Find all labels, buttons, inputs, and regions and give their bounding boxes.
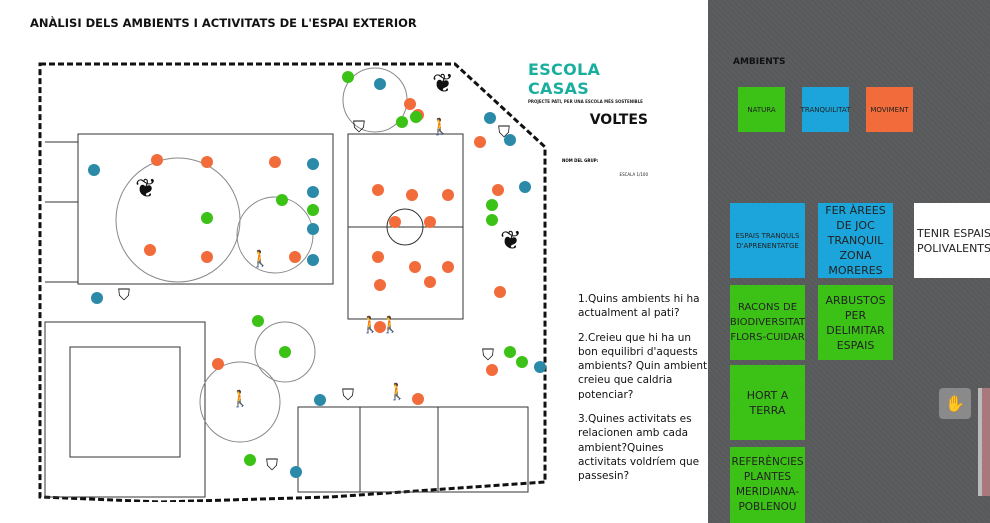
note-arbustos[interactable]: ARBUSTOS PER DELIMITAR ESPAIS	[818, 285, 893, 360]
meditation-icon: ⛉	[266, 455, 278, 474]
activity-dot	[88, 164, 100, 176]
note-racons-biodiversitat[interactable]: RACONS DE BIODIVERSITAT FLORS-CUIDAR	[730, 285, 805, 360]
meditation-icon: ⛉	[353, 117, 365, 136]
note-espais-tranquils[interactable]: ESPAIS TRANQULS D'APRENENTATGE	[730, 203, 805, 278]
activity-dot	[212, 358, 224, 370]
question-3: 3.Quines activitats es relacionen amb ca…	[578, 413, 700, 483]
activity-dot	[307, 204, 319, 216]
slide-title: ANÀLISI DELS AMBIENTS I ACTIVITATS DE L'…	[30, 16, 417, 30]
activity-dot	[504, 346, 516, 358]
activity-dot	[276, 194, 288, 206]
walking-icon: 🚶	[230, 389, 250, 408]
activity-dot	[307, 186, 319, 198]
meditation-icon: ⛉	[118, 285, 130, 304]
note-hort[interactable]: HORT A TERRA	[730, 365, 805, 440]
brand-name: ESCOLA CASAS	[528, 60, 601, 98]
activity-dot	[494, 286, 506, 298]
activity-dot	[404, 98, 416, 110]
activity-dot	[307, 223, 319, 235]
activity-icons: ❦❦❦⛉⛉⛉⛉⛉⛉🚶🚶🚶🚶🚶🚶	[118, 69, 522, 474]
leaf-icon: ❦	[135, 174, 157, 204]
activity-dot	[504, 134, 516, 146]
brand-block: ESCOLA CASAS PROJECTE PATI, PER UNA ESCO…	[528, 60, 648, 177]
activity-dot	[307, 254, 319, 266]
note-referencies-plantes[interactable]: REFERÈNCIES PLANTES MERIDIANA-POBLENOU	[730, 447, 805, 523]
activity-dot	[396, 116, 408, 128]
activity-dot	[252, 315, 264, 327]
whiteboard[interactable]: AMBIENTS NATURA TRANQUILITAT MOVIMENT ES…	[708, 0, 990, 523]
plan-inner	[44, 67, 529, 498]
activity-dot	[372, 184, 384, 196]
note-espais-polivalents[interactable]: TENIR ESPAIS POLIVALENTS	[914, 203, 990, 278]
activity-dot	[519, 181, 531, 193]
activity-dot	[372, 251, 384, 263]
activity-dot	[410, 111, 422, 123]
activity-dot	[412, 393, 424, 405]
activity-dot	[91, 292, 103, 304]
activity-dot	[201, 156, 213, 168]
activity-dot	[486, 199, 498, 211]
legend-natura[interactable]: NATURA	[738, 87, 785, 132]
walking-icon: 🚶	[430, 117, 450, 136]
hand-icon[interactable]: ✋	[939, 388, 971, 419]
floor-plan: ❦❦❦⛉⛉⛉⛉⛉⛉🚶🚶🚶🚶🚶🚶	[38, 62, 547, 502]
activity-dot	[474, 136, 486, 148]
activity-dot	[492, 184, 504, 196]
plan-walls	[38, 62, 547, 502]
activity-dot	[442, 261, 454, 273]
walking-icon: 🚶	[250, 249, 270, 268]
side-panel-strip[interactable]	[978, 388, 990, 496]
leaf-icon: ❦	[432, 69, 454, 99]
meditation-icon: ⛉	[498, 122, 510, 141]
activity-dot	[279, 346, 291, 358]
activity-dot	[406, 189, 418, 201]
activity-dot	[314, 394, 326, 406]
activity-dot	[486, 214, 498, 226]
leaf-icon: ❦	[500, 226, 522, 256]
walking-icon: 🚶	[360, 315, 380, 334]
activity-dot	[374, 321, 386, 333]
activity-dot	[201, 212, 213, 224]
legend-moviment[interactable]: MOVIMENT	[866, 87, 913, 132]
note-arees-joc[interactable]: FER ÀREES DE JOC TRANQUIL ZONA MORERES	[818, 203, 893, 278]
scale-label: ESCALA 1/100	[619, 172, 648, 177]
activity-dot	[151, 154, 163, 166]
slide: ANÀLISI DELS AMBIENTS I ACTIVITATS DE L'…	[30, 16, 708, 502]
activity-dot	[424, 276, 436, 288]
activity-dot	[424, 216, 436, 228]
activity-dot	[484, 112, 496, 124]
brand-subtitle: PROJECTE PATI, PER UNA ESCOLA MÉS SOSTEN…	[528, 99, 643, 104]
ambients-label: AMBIENTS	[733, 57, 786, 67]
activity-dot	[389, 216, 401, 228]
activity-dot	[534, 361, 546, 373]
partner-logo: VOLTES	[589, 112, 648, 128]
activity-dot	[374, 279, 386, 291]
walking-icon: 🚶	[380, 315, 400, 334]
activity-dots	[88, 71, 546, 478]
activity-dot	[144, 244, 156, 256]
activity-dot	[289, 251, 301, 263]
activity-dot	[374, 78, 386, 90]
activity-dot	[290, 466, 302, 478]
activity-dot	[342, 71, 354, 83]
activity-dot	[486, 364, 498, 376]
meditation-icon: ⛉	[482, 345, 494, 364]
activity-dot	[442, 189, 454, 201]
walking-icon: 🚶	[387, 382, 407, 401]
legend-tranquilitat[interactable]: TRANQUILITAT	[801, 87, 850, 132]
activity-dot	[307, 158, 319, 170]
activity-dot	[516, 356, 528, 368]
group-label: NOM DEL GRUP:	[562, 158, 599, 163]
question-1: 1.Quins ambients hi ha actualment al pat…	[578, 293, 700, 320]
activity-dot	[201, 251, 213, 263]
question-2: 2.Creieu que hi ha un bon equilibri d'aq…	[578, 331, 708, 401]
activity-dot	[244, 454, 256, 466]
questions: 1.Quins ambients hi ha actualment al pat…	[578, 292, 708, 494]
activity-dot	[409, 261, 421, 273]
activity-dot	[269, 156, 281, 168]
meditation-icon: ⛉	[342, 385, 354, 404]
